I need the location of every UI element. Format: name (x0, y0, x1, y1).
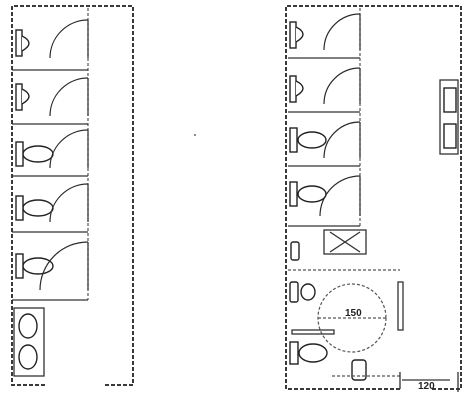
small-fixture-icon (290, 241, 300, 261)
door-swing-icon (323, 121, 361, 159)
toilet-icon (289, 341, 328, 365)
toilet-icon (289, 127, 327, 153)
left-restroom-block (11, 5, 134, 386)
urinal-icon (289, 75, 304, 103)
changing-table-icon (323, 229, 367, 255)
toilet-icon (15, 195, 54, 221)
door-swing-icon (49, 19, 89, 59)
door-swing-icon (49, 129, 89, 169)
stray-mark (194, 134, 196, 136)
toilet-icon (289, 181, 327, 207)
sink-counter (13, 307, 45, 377)
door-swing-icon (323, 67, 361, 105)
door-swing-icon (323, 13, 361, 51)
grab-bar (291, 329, 335, 335)
urinal-icon (15, 29, 30, 57)
right-outer-wall (285, 5, 462, 390)
sink-icon (351, 359, 367, 381)
urinal-icon (15, 83, 30, 111)
toilet-icon (15, 141, 54, 167)
door-swing-icon (39, 241, 89, 291)
toilet-icon (15, 253, 54, 279)
right-restroom-block: 150 120 (285, 5, 462, 392)
accessible-room: 150 (288, 269, 404, 389)
circle-dimension-label: 150 (345, 308, 362, 319)
wall-fixture (439, 79, 459, 155)
left-outer-wall (11, 5, 134, 386)
toilet-icon (289, 281, 316, 303)
urinal-icon (289, 21, 304, 49)
corner-dimension-label: 120 (418, 381, 435, 392)
door-swing-icon (319, 175, 361, 217)
door-swing-icon (49, 183, 89, 223)
door-swing-icon (49, 77, 89, 117)
